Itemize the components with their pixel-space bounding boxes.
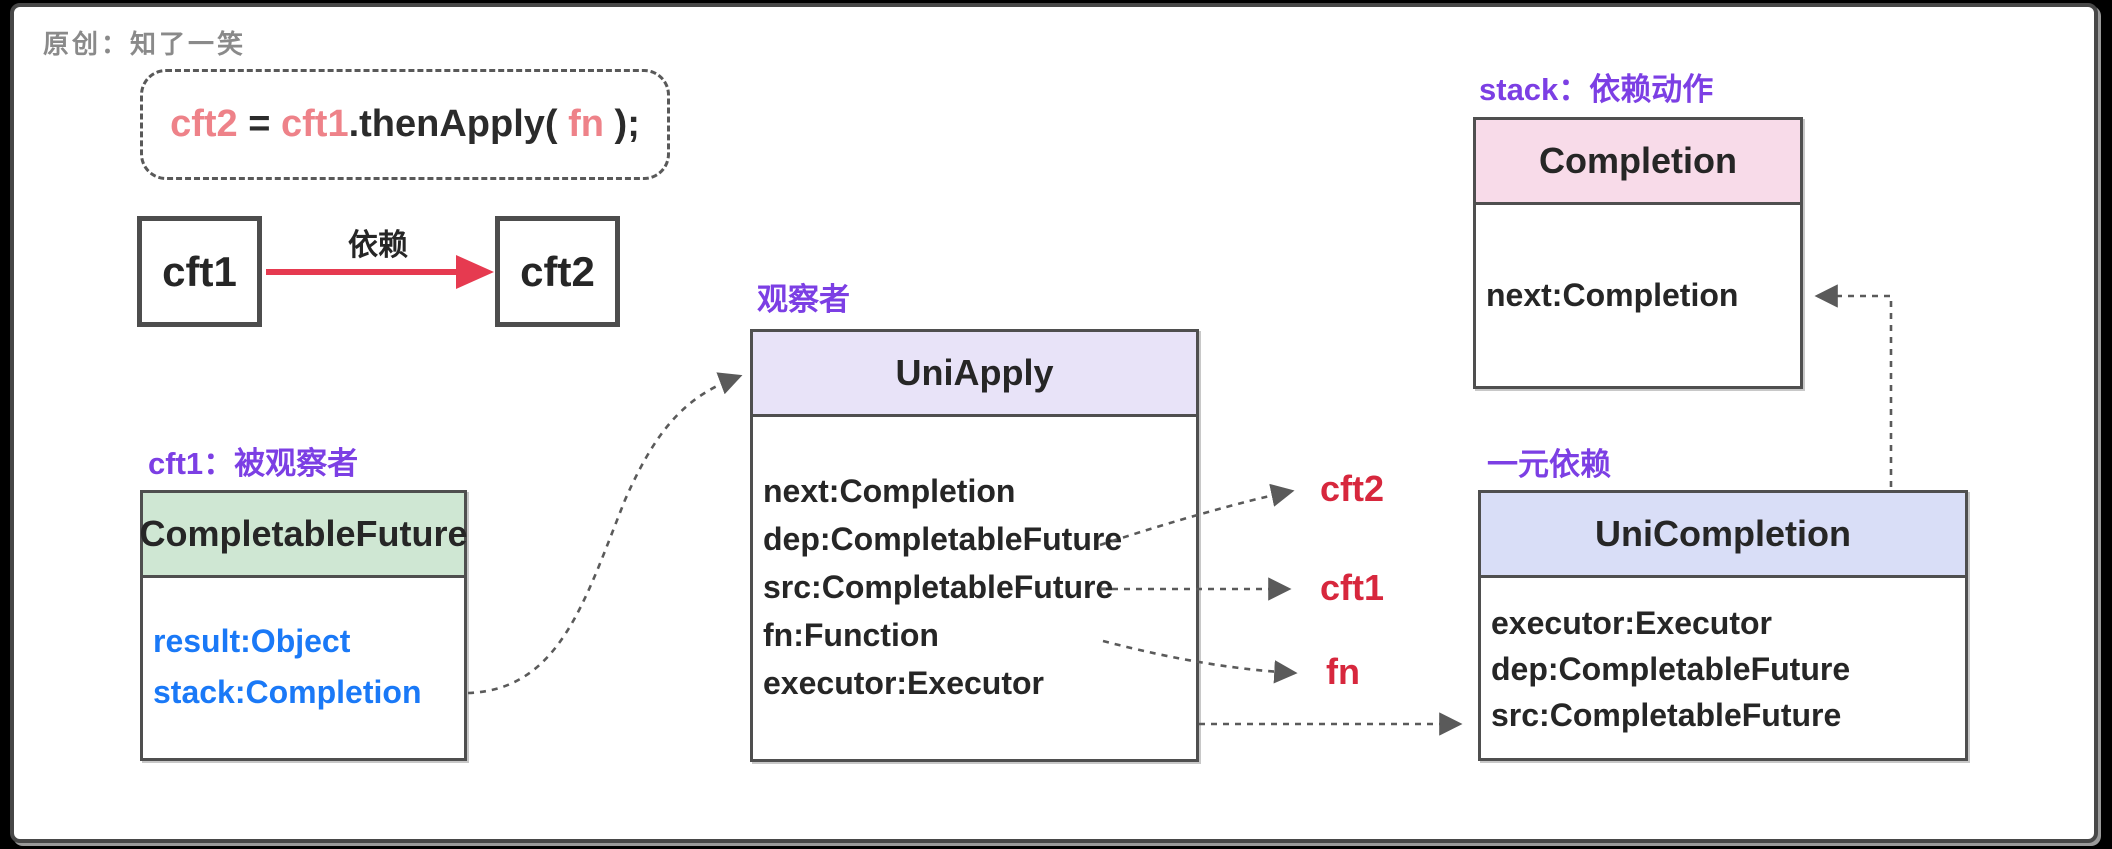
label-unary-dependency: 一元依赖 xyxy=(1487,447,1611,482)
field-dep-completable-future: dep:CompletableFuture xyxy=(763,521,1123,557)
code-lhs: cft2 xyxy=(170,103,238,145)
dependency-arrow-label: 依赖 xyxy=(348,229,408,262)
table-uni-apply-body: next:Completion dep:CompletableFuture sr… xyxy=(753,417,1196,707)
ref-label-cft1: cft1 xyxy=(1320,567,1385,608)
label-observed: cft1：被观察者 xyxy=(148,446,359,481)
field-uc-src: src:CompletableFuture xyxy=(1491,697,1842,733)
field-fn-function: fn:Function xyxy=(763,617,939,653)
node-cft2: cft2 xyxy=(495,216,620,327)
label-stack-action: stack：依赖动作 xyxy=(1479,72,1714,107)
field-src-completable-future: src:CompletableFuture xyxy=(763,569,1114,605)
label-observer: 观察者 xyxy=(757,282,850,317)
field-result-object: result:Object xyxy=(153,623,351,659)
code-arg: fn xyxy=(557,103,604,145)
field-uc-executor: executor:Executor xyxy=(1491,605,1772,641)
code-method: .thenApply( xyxy=(348,103,558,145)
field-stack-completion: stack:Completion xyxy=(153,674,422,710)
table-completable-future-body: result:Object stack:Completion xyxy=(143,578,464,718)
ref-label-cft2: cft2 xyxy=(1320,468,1385,509)
table-uni-completion-title: UniCompletion xyxy=(1481,493,1965,578)
ref-label-fn: fn xyxy=(1326,651,1360,692)
table-completion-body: next:Completion xyxy=(1476,205,1800,319)
code-snippet-box: cft2 = cft1.thenApply( fn ); xyxy=(140,69,670,180)
watermark-text: 原创：知了一笑 xyxy=(43,29,247,59)
code-tail: ); xyxy=(604,103,640,145)
table-completion: Completion next:Completion xyxy=(1473,117,1803,389)
code-receiver: cft1 xyxy=(281,103,349,145)
field-executor-executor: executor:Executor xyxy=(763,665,1044,701)
table-completion-title: Completion xyxy=(1476,120,1800,205)
field-next-completion: next:Completion xyxy=(763,473,1016,509)
field-uc-dep: dep:CompletableFuture xyxy=(1491,651,1851,687)
table-uni-completion: UniCompletion executor:Executor dep:Comp… xyxy=(1478,490,1968,761)
table-uni-apply-title: UniApply xyxy=(753,332,1196,417)
table-uni-apply: UniApply next:Completion dep:Completable… xyxy=(750,329,1199,762)
table-completable-future-title: CompletableFuture xyxy=(139,493,468,578)
field-completion-next: next:Completion xyxy=(1486,277,1739,313)
table-uni-completion-body: executor:Executor dep:CompletableFuture … xyxy=(1481,578,1965,738)
code-assign: = xyxy=(237,103,281,145)
node-cft1: cft1 xyxy=(137,216,262,327)
table-completable-future: CompletableFuture result:Object stack:Co… xyxy=(139,490,468,761)
